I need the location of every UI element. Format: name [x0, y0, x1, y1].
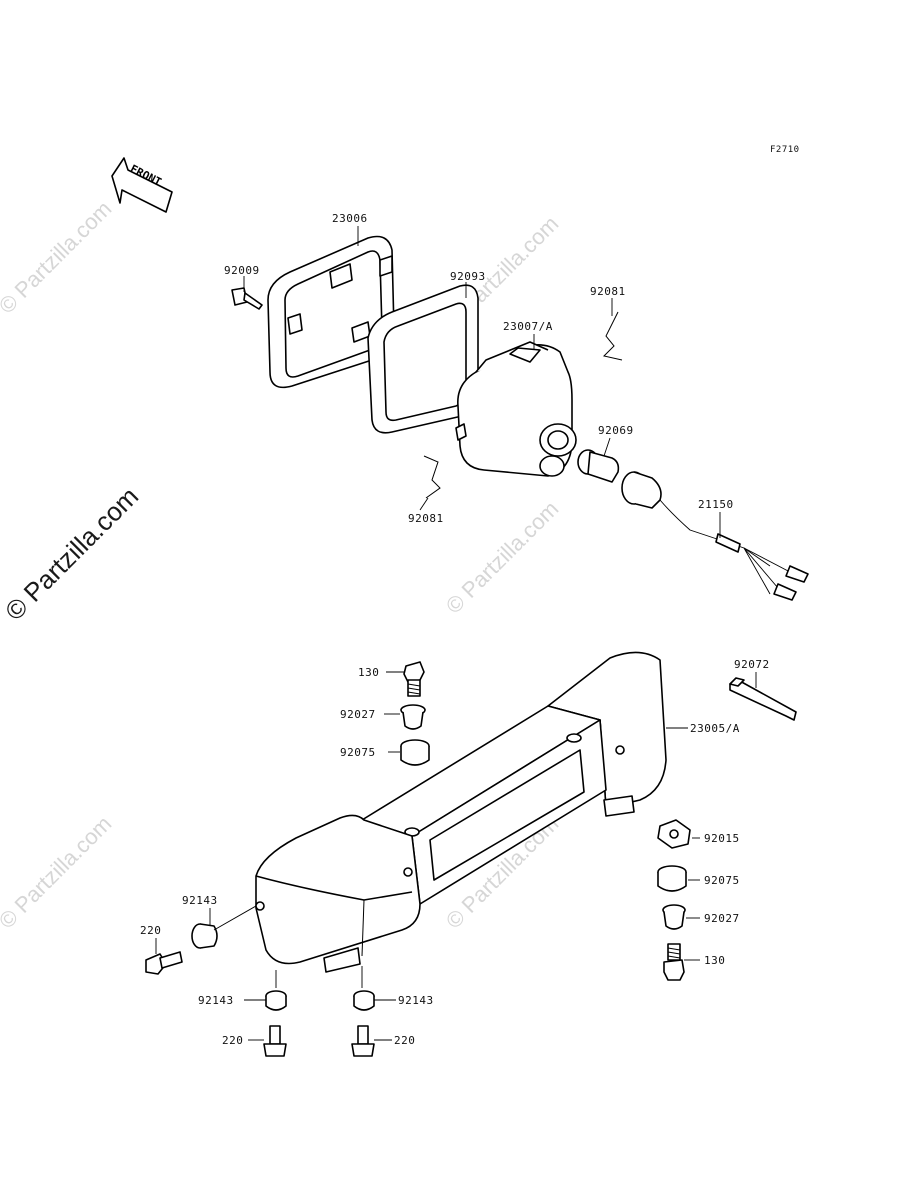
callout-220-bottom-left: 220 — [222, 1034, 243, 1047]
strap-92072 — [729, 677, 797, 721]
bolt-130-right — [663, 943, 685, 981]
callout-92093: 92093 — [450, 270, 486, 283]
watermark: © Partzilla.com — [441, 496, 564, 619]
callout-92015: 92015 — [704, 832, 740, 845]
watermark: © Partzilla.com — [0, 811, 116, 934]
callout-92081-top: 92081 — [590, 285, 626, 298]
watermark-main: © Partzilla.com — [0, 481, 144, 626]
clip-92081-top — [603, 311, 623, 361]
callout-92143-bottom-right: 92143 — [398, 994, 434, 1007]
grommet-92143-left — [191, 923, 218, 949]
collar-92027-top — [400, 704, 426, 730]
callout-92075-right: 92075 — [704, 874, 740, 887]
bumper-housing-23005a — [255, 651, 667, 973]
collar-92027-right — [662, 904, 686, 930]
callout-23006: 23006 — [332, 212, 368, 225]
nut-92015 — [657, 819, 691, 849]
callout-92072: 92072 — [734, 658, 770, 671]
callout-92009: 92009 — [224, 264, 260, 277]
screw-220-bottom-right — [351, 1025, 375, 1057]
screw-92009 — [231, 287, 263, 310]
callout-220-left: 220 — [140, 924, 161, 937]
callout-92069: 92069 — [598, 424, 634, 437]
headlight-housing-23007a — [455, 341, 577, 477]
callout-21150: 21150 — [698, 498, 734, 511]
callout-220-bottom-right: 220 — [394, 1034, 415, 1047]
gasket-92093 — [367, 284, 479, 434]
headlight-rim-23006 — [267, 235, 395, 389]
grommet-92075-top — [400, 739, 430, 766]
bolt-130-top — [403, 661, 425, 697]
grommet-92143-bottom-right — [353, 990, 375, 1011]
callout-92027-top: 92027 — [340, 708, 376, 721]
callout-92143-left: 92143 — [182, 894, 218, 907]
callouts: 23006 92009 92093 23007/A 92081 92069 92… — [140, 212, 770, 1047]
callout-23005a: 23005/A — [690, 722, 740, 735]
callout-92143-bottom-left: 92143 — [198, 994, 234, 1007]
screw-220-bottom-left — [263, 1025, 287, 1057]
screw-220-left — [145, 951, 183, 975]
callout-130-top: 130 — [358, 666, 379, 679]
grommet-92075-right — [657, 865, 687, 892]
socket-wiring-21150 — [621, 471, 809, 601]
callout-92081-bottom: 92081 — [408, 512, 444, 525]
front-arrow-icon: FRONT — [111, 157, 173, 213]
figure-code: F2710 — [770, 145, 800, 155]
callout-92027-right: 92027 — [704, 912, 740, 925]
watermark: © Partzilla.com — [0, 196, 116, 319]
leader-lines — [155, 226, 757, 1041]
grommet-92143-bottom-left — [265, 990, 287, 1011]
bulb-92069 — [577, 449, 620, 483]
clip-92081-bottom — [423, 455, 441, 499]
callout-130-right: 130 — [704, 954, 725, 967]
callout-23007a: 23007/A — [503, 320, 553, 333]
callout-92075-top: 92075 — [340, 746, 376, 759]
